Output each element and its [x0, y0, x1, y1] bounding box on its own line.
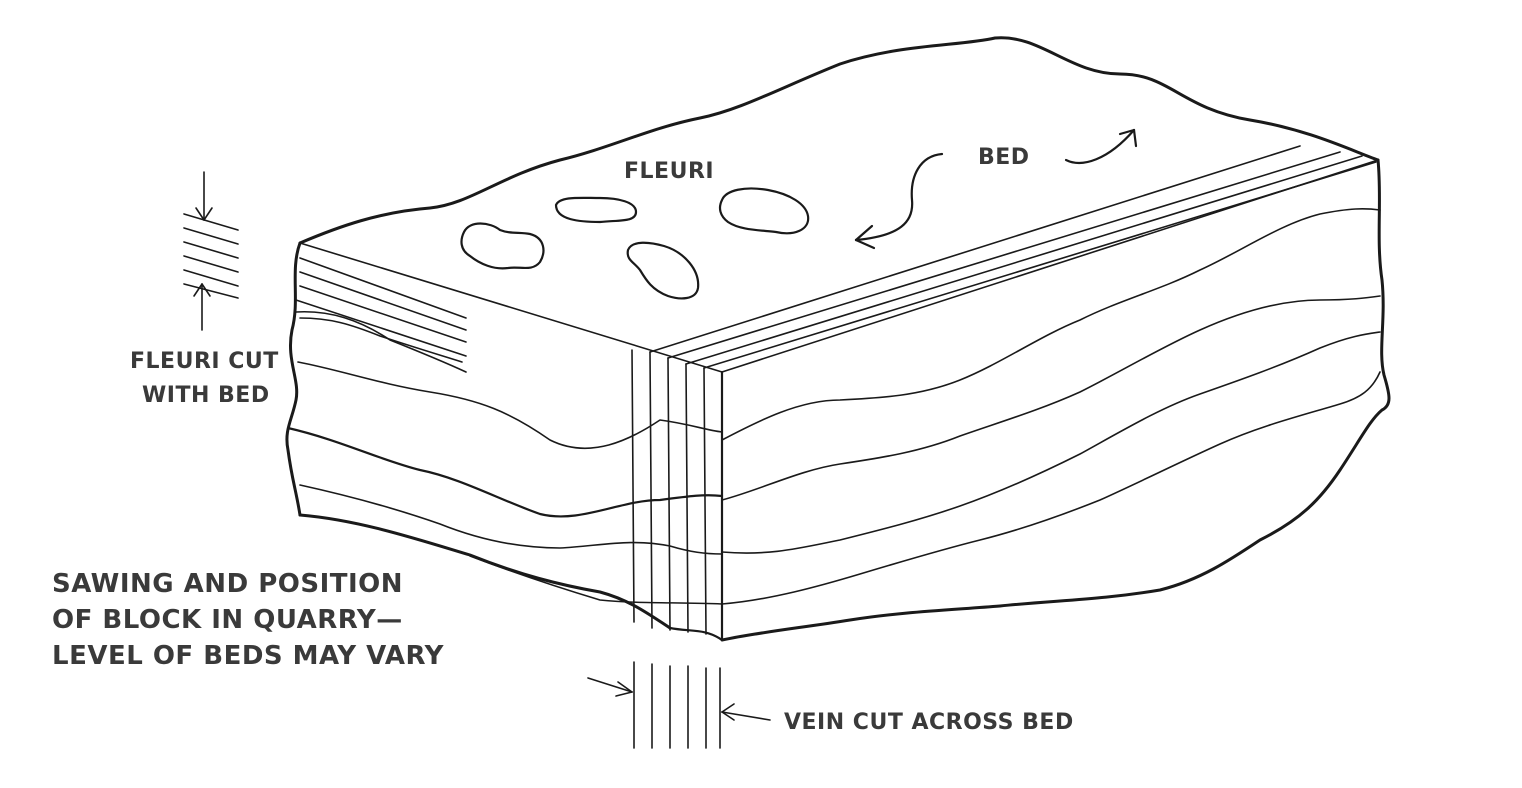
vein-cut-lines [631, 349, 707, 635]
fleuri-spots [460, 187, 810, 300]
caption-line-1: SAWING AND POSITION [52, 569, 403, 599]
fleuri-spot-1 [460, 222, 545, 270]
vein-cut-label: VEIN CUT ACROSS BED [784, 710, 1074, 735]
right-face-strata [721, 208, 1381, 605]
fleuri-spot-4 [718, 187, 810, 235]
block-left-edge [285, 241, 302, 517]
vein-cut-arrow-left [587, 677, 633, 693]
fleuri-cut-label-line1: FLEURI CUT [130, 349, 279, 374]
top-bed-lines [649, 145, 1379, 373]
block-bottom-vein-edge [668, 626, 724, 642]
fleuri-cut-indicator [183, 171, 239, 331]
block-top-edge [298, 36, 1380, 245]
fleuri-label: FLEURI [624, 159, 714, 184]
fleuri-cut-label-line2: WITH BED [142, 383, 270, 408]
fleuri-spot-3 [626, 241, 700, 300]
bed-label: BED [978, 145, 1030, 170]
vein-cut-arrow-right [721, 711, 771, 721]
bed-arrow-left [854, 152, 944, 242]
caption-line-3: LEVEL OF BEDS MAY VARY [52, 641, 445, 671]
fleuri-spot-2 [554, 196, 638, 224]
block-outline [285, 36, 1391, 642]
bed-arrows [854, 128, 1138, 250]
block-front-top-edge [299, 242, 723, 373]
block-right-edge [720, 158, 1391, 642]
vein-cut-indicator [587, 661, 771, 749]
caption-line-2: OF BLOCK IN QUARRY— [52, 605, 403, 635]
block-bottom-left-edge [298, 513, 672, 630]
left-face-strata [286, 257, 724, 605]
bed-arrow-right [1064, 128, 1136, 164]
